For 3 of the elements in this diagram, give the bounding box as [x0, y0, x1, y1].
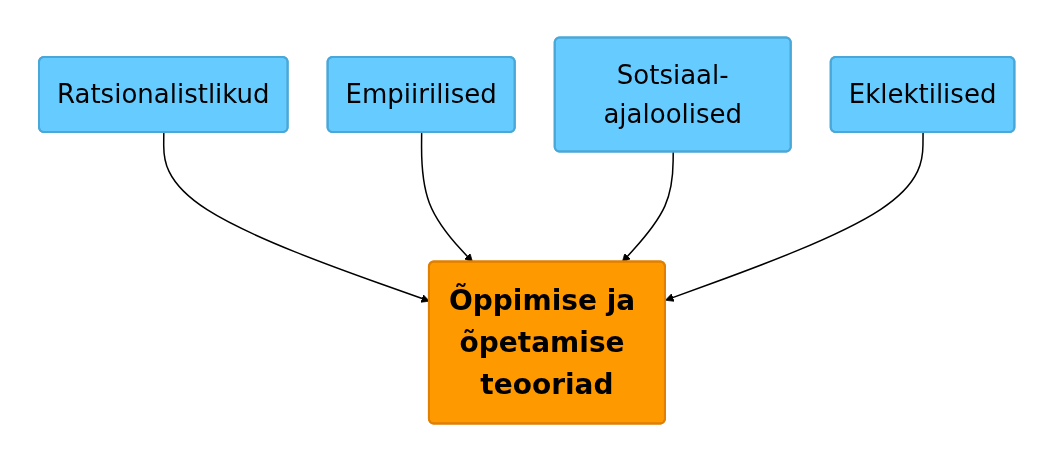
arrow — [664, 131, 924, 302]
arrow — [420, 131, 473, 263]
arrow — [621, 151, 674, 263]
